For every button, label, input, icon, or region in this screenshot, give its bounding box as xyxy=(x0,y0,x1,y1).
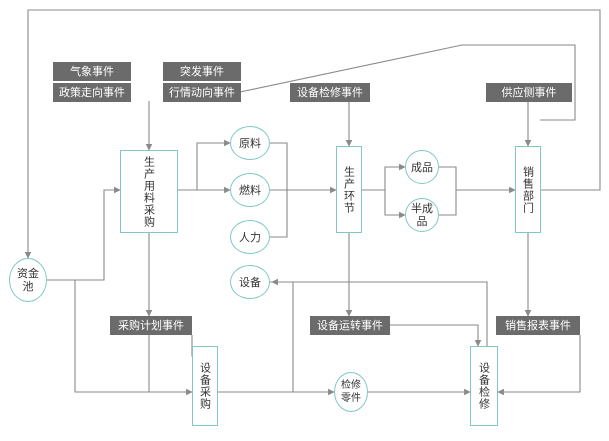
labor-node: 人力 xyxy=(230,220,270,254)
finished-goods-node: 成品 xyxy=(405,150,439,184)
fund-pool-node: 资金池 xyxy=(9,258,47,302)
sales-dept-node: 销售部门 xyxy=(515,146,541,233)
equipment-service-node: 设备检修 xyxy=(470,346,498,426)
emergency-event-label: 突发事件 xyxy=(163,62,241,81)
material-purchase-node: 生产用料采购 xyxy=(120,150,178,233)
policy-event-label: 政策走向事件 xyxy=(53,83,131,102)
purchase-plan-event-label: 采购计划事件 xyxy=(110,316,192,335)
equipment-node: 设备 xyxy=(230,265,270,299)
weather-event-label: 气象事件 xyxy=(53,62,131,81)
sales-report-event-label: 销售报表事件 xyxy=(496,316,580,335)
production-node: 生产环节 xyxy=(336,146,362,233)
maintenance-event-label: 设备检修事件 xyxy=(290,83,370,102)
raw-material-node: 原料 xyxy=(230,126,270,160)
semi-finished-node: 半成品 xyxy=(405,198,439,232)
supply-event-label: 供应侧事件 xyxy=(486,83,572,102)
equipment-purchase-node: 设备采购 xyxy=(192,346,218,426)
transport-event-label: 设备运转事件 xyxy=(310,316,390,335)
spare-parts-node: 检修零件 xyxy=(334,372,368,412)
market-event-label: 行情动向事件 xyxy=(163,83,241,102)
fuel-node: 燃料 xyxy=(230,173,270,207)
